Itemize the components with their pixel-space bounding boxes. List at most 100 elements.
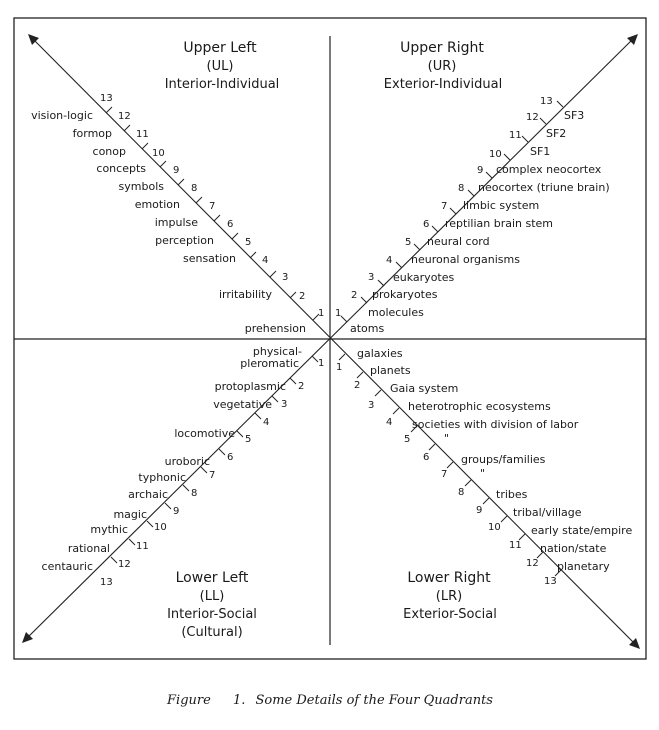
lr-number: 5 xyxy=(404,434,410,445)
lr-title: Lower Right xyxy=(407,570,491,586)
ur-number: 4 xyxy=(386,255,392,266)
tick xyxy=(312,313,320,321)
arrowhead-ur xyxy=(627,34,638,45)
tick xyxy=(249,251,257,259)
ll-subtitle-2: (Cultural) xyxy=(181,625,242,640)
ul-label: prehension xyxy=(245,322,306,335)
lr-number: 6 xyxy=(423,452,429,463)
tick xyxy=(431,225,439,233)
ul-number: 6 xyxy=(227,219,233,230)
lr-numbers: 1 2 3 4 5 6 7 8 9 10 11 12 13 xyxy=(336,362,557,587)
ul-number: 11 xyxy=(136,129,149,140)
tick xyxy=(482,497,490,505)
arrowhead-ll xyxy=(22,632,33,643)
ul-title: Upper Left xyxy=(183,40,257,56)
tick xyxy=(446,461,454,469)
ll-abbr: (LL) xyxy=(200,589,225,604)
lr-label: nation/state xyxy=(540,542,607,555)
tick xyxy=(271,395,279,403)
tick xyxy=(159,160,167,168)
lr-label: " xyxy=(480,467,485,480)
ll-subtitle: Interior-Social xyxy=(167,607,257,622)
tick xyxy=(518,533,526,541)
tick xyxy=(485,171,493,179)
ul-number: 5 xyxy=(245,237,251,248)
tick xyxy=(467,189,475,197)
ll-number: 13 xyxy=(100,577,113,588)
tick xyxy=(392,407,400,415)
tick xyxy=(195,196,203,204)
ul-label: symbols xyxy=(119,180,165,193)
lr-label: planets xyxy=(370,364,411,377)
lr-number: 8 xyxy=(458,487,464,498)
ur-number: 11 xyxy=(509,130,522,141)
ur-label: SF2 xyxy=(546,127,566,140)
ur-number: 7 xyxy=(441,201,447,212)
ur-label: neural cord xyxy=(427,235,490,248)
arrowhead-ul xyxy=(28,34,39,45)
ur-label: limbic system xyxy=(463,199,539,212)
ll-label: magic xyxy=(113,508,147,521)
ul-number: 2 xyxy=(299,291,305,302)
lr-label: planetary xyxy=(557,560,610,573)
ll-number: 4 xyxy=(263,417,269,428)
tick xyxy=(177,178,185,186)
lr-label: societies with division of labor xyxy=(412,418,579,431)
diagonal-ul-lr xyxy=(29,35,639,648)
ur-labels: atoms molecules prokaryotes eukaryotes n… xyxy=(350,109,610,335)
ur-number: 1 xyxy=(335,308,341,319)
figure-caption: Figure 1. Some Details of the Four Quadr… xyxy=(166,693,493,708)
ul-number: 12 xyxy=(118,111,131,122)
tick xyxy=(360,296,368,304)
ur-title: Upper Right xyxy=(400,40,484,56)
ll-number: 10 xyxy=(154,522,167,533)
tick xyxy=(128,538,136,546)
ll-number: 9 xyxy=(173,506,179,517)
ul-label: impulse xyxy=(155,216,199,229)
ul-label: emotion xyxy=(135,198,180,211)
ticks-ll xyxy=(110,355,319,564)
lr-label: tribes xyxy=(496,488,528,501)
ticks-ur xyxy=(340,100,564,323)
ll-number: 3 xyxy=(281,399,287,410)
ur-label: SF3 xyxy=(564,109,584,122)
tick xyxy=(289,291,297,299)
tick xyxy=(218,448,226,456)
tick xyxy=(521,135,529,143)
lr-label: groups/families xyxy=(461,453,546,466)
ll-labels: physical- pleromatic protoplasmic vegeta… xyxy=(42,345,302,573)
ur-label: molecules xyxy=(368,306,424,319)
ll-label: rational xyxy=(68,542,110,555)
arrowhead-lr xyxy=(629,638,640,649)
tick xyxy=(231,232,239,240)
ur-number: 2 xyxy=(351,290,357,301)
ll-label: archaic xyxy=(128,488,168,501)
lr-label: heterotrophic ecosystems xyxy=(408,400,551,413)
ur-number: 6 xyxy=(423,219,429,230)
lr-number: 1 xyxy=(336,362,342,373)
lr-number: 7 xyxy=(441,469,447,480)
ll-label: physical- xyxy=(253,345,302,358)
ul-number: 8 xyxy=(191,183,197,194)
ur-number: 12 xyxy=(526,112,539,123)
ur-number: 13 xyxy=(540,96,553,107)
ur-label: SF1 xyxy=(530,145,550,158)
tick xyxy=(428,443,436,451)
tick xyxy=(340,315,348,323)
lr-number: 13 xyxy=(544,576,557,587)
tick xyxy=(236,430,244,438)
diagonal-ur-ll xyxy=(23,35,637,642)
lr-number: 11 xyxy=(509,540,522,551)
ul-number: 4 xyxy=(262,255,268,266)
ur-abbr: (UR) xyxy=(428,59,457,74)
ur-number: 9 xyxy=(477,165,483,176)
lr-number: 3 xyxy=(368,400,374,411)
tick xyxy=(536,551,544,559)
tick xyxy=(254,412,262,420)
tick xyxy=(182,484,190,492)
ul-number: 1 xyxy=(318,308,324,319)
ul-label: irritability xyxy=(219,288,272,301)
ll-label: uroboric xyxy=(165,455,210,468)
ll-numbers: 1 2 3 4 5 6 7 8 9 10 11 12 13 xyxy=(100,358,324,588)
ul-abbr: (UL) xyxy=(207,59,234,74)
